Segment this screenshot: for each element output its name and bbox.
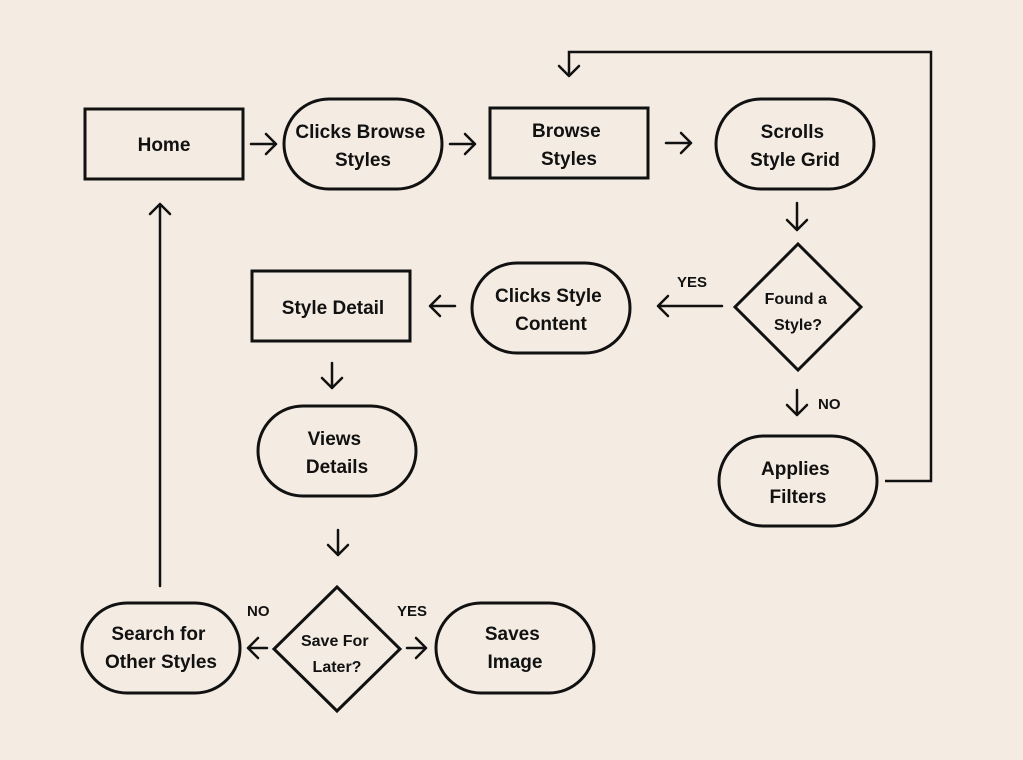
node-save-for-later-label: Save For Later? — [301, 633, 373, 676]
node-save-for-later-decision — [271, 584, 403, 714]
node-home — [83, 107, 245, 181]
edge-label-found-no: NO — [818, 396, 841, 413]
node-clicks-style-content-label: Clicks Style Content — [495, 286, 607, 335]
node-browse-styles-label: Browse Styles — [532, 121, 606, 170]
node-saves-image-label: Saves Image — [485, 624, 545, 673]
node-style-detail — [250, 269, 412, 343]
node-views-details-label: Views Details — [306, 429, 368, 478]
edge-label-found-yes: YES — [677, 274, 707, 291]
loop-line-filters-to-browse — [567, 50, 933, 483]
node-search-other-styles-label: Search for Other Styles — [105, 624, 217, 673]
arrow-browse-styles-to-scrolls — [664, 131, 693, 155]
arrow-clicks-content-to-style-detail — [428, 294, 457, 318]
node-views-details — [256, 404, 418, 498]
arrow-save-no-to-search-other — [246, 636, 269, 660]
node-home-label: Home — [138, 135, 191, 156]
edge-label-save-yes: YES — [397, 603, 427, 620]
arrow-save-yes-to-saves-image — [405, 636, 428, 660]
node-applies-filters — [717, 434, 879, 528]
node-scrolls-style-grid-label: Scrolls Style Grid — [750, 122, 840, 171]
node-clicks-browse-styles — [282, 97, 444, 191]
node-found-a-style-label: Found a Style? — [765, 291, 832, 334]
arrow-views-details-to-save-later — [326, 528, 350, 557]
arrow-scrolls-to-found-style — [785, 201, 809, 232]
node-style-detail-label: Style Detail — [282, 298, 384, 319]
node-saves-image — [434, 601, 596, 695]
edge-label-save-no: NO — [247, 603, 270, 620]
arrow-loop-into-browse-styles — [557, 64, 581, 78]
arrow-found-yes-to-clicks-content — [656, 294, 724, 318]
arrow-clicks-browse-to-browse-styles — [448, 132, 477, 156]
node-browse-styles — [488, 106, 650, 180]
node-clicks-browse-styles-label: Clicks Browse Styles — [295, 122, 430, 171]
node-found-a-style-decision — [732, 241, 864, 373]
node-scrolls-style-grid — [714, 97, 876, 191]
arrow-style-detail-to-views-details — [320, 361, 344, 390]
node-applies-filters-label: Applies Filters — [761, 459, 835, 508]
node-search-other-styles — [80, 601, 242, 695]
arrow-search-other-to-home — [148, 202, 172, 588]
arrow-home-to-clicks-browse — [249, 132, 278, 156]
arrow-found-no-to-applies-filters — [785, 388, 809, 417]
node-clicks-style-content — [470, 261, 632, 355]
